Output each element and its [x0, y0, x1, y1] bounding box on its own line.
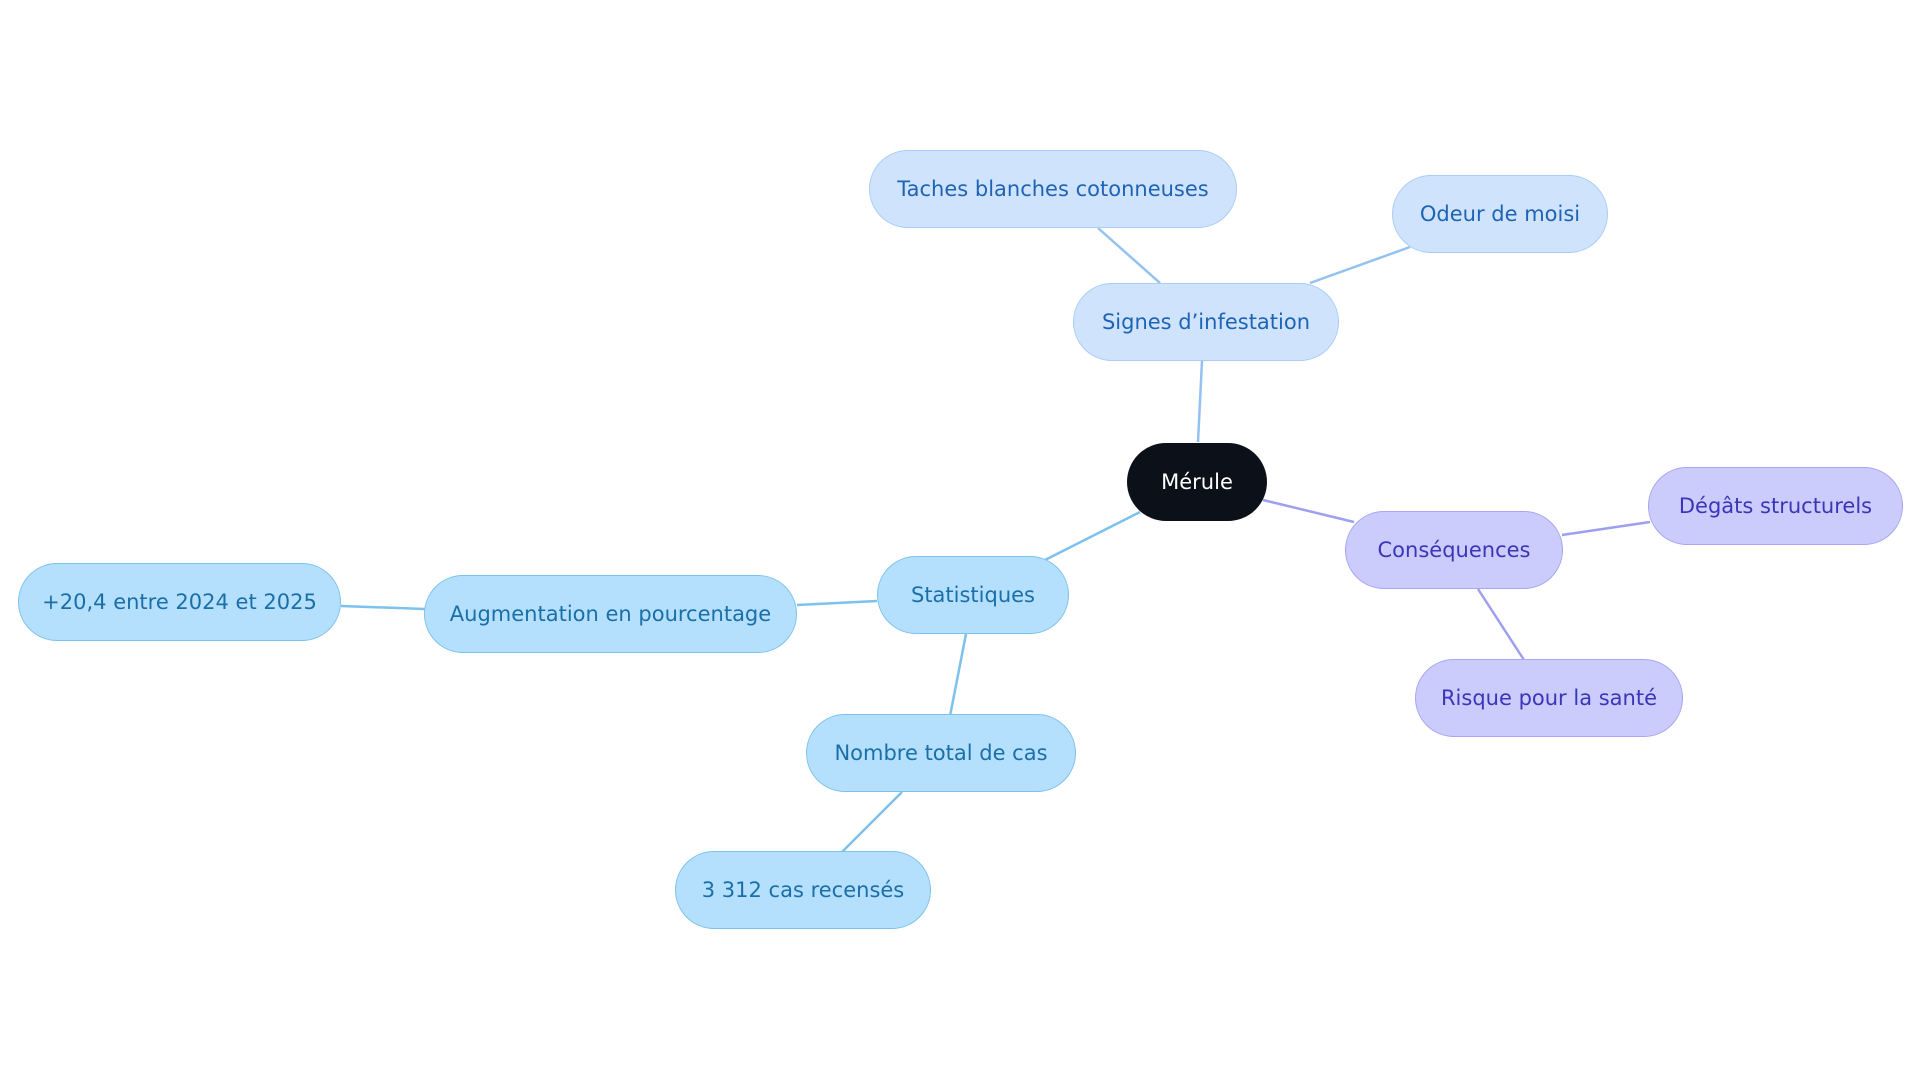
node-degats-structurels: Dégâts structurels — [1648, 467, 1903, 545]
node-nombre-total-cas: Nombre total de cas — [806, 714, 1076, 792]
connector-total-value — [841, 791, 903, 853]
node-odeur-moisi: Odeur de moisi — [1392, 175, 1608, 253]
connector-root-consequences — [1262, 498, 1355, 524]
connector-statistiques-total — [948, 633, 968, 717]
connector-consequences-risque — [1476, 588, 1526, 661]
node-consequences: Conséquences — [1345, 511, 1563, 589]
connector-augmentation-value — [340, 604, 426, 611]
node-taches-blanches: Taches blanches cotonneuses — [869, 150, 1237, 228]
connector-signes-odeur — [1309, 245, 1411, 285]
connector-root-signes — [1196, 360, 1204, 443]
node-total-value: 3 312 cas recensés — [675, 851, 931, 929]
root-node-merule: Mérule — [1127, 443, 1267, 521]
connector-signes-taches — [1097, 227, 1161, 284]
node-signes-infestation: Signes d’infestation — [1073, 283, 1339, 361]
connector-root-statistiques — [1044, 510, 1141, 562]
connector-consequences-degats — [1561, 520, 1651, 537]
node-augmentation-pourcentage: Augmentation en pourcentage — [424, 575, 797, 653]
node-risque-sante: Risque pour la santé — [1415, 659, 1683, 737]
node-statistiques: Statistiques — [877, 556, 1069, 634]
node-augmentation-value: +20,4 entre 2024 et 2025 — [18, 563, 341, 641]
connector-statistiques-augmentation — [796, 599, 878, 607]
